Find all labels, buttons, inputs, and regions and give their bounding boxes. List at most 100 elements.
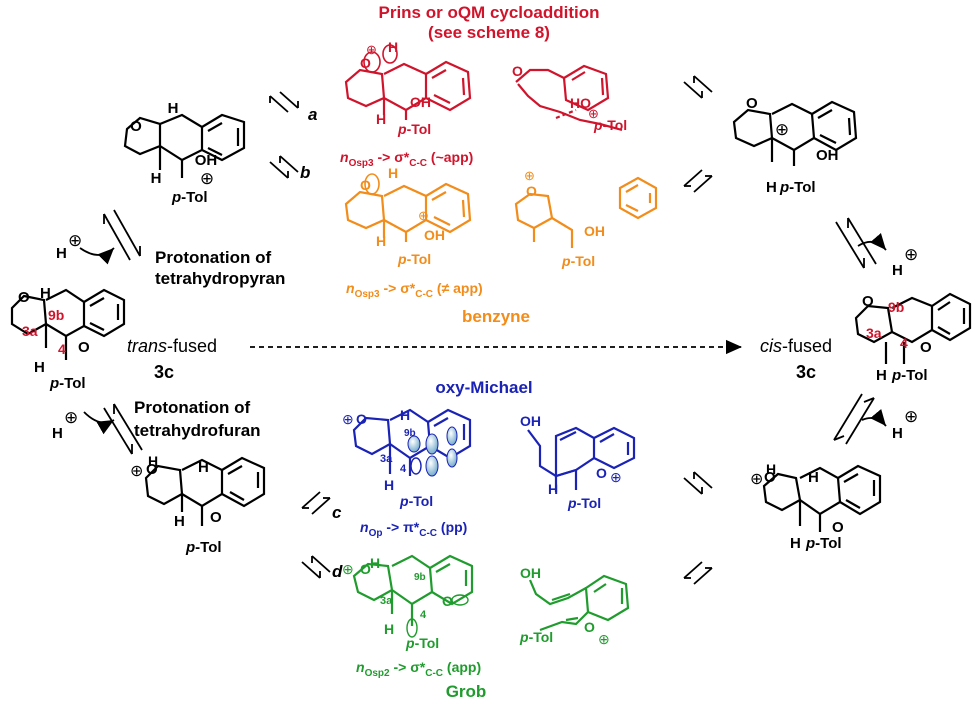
p-tol-label: p-Tol (805, 535, 842, 552)
atom-H: H (198, 459, 209, 476)
atom-H: H (548, 481, 558, 497)
atom-O: O (512, 63, 523, 79)
orbital-label-prins: nOsp3 -> σ*C-C (~app) (340, 149, 473, 169)
p-tol-label: p-Tol (185, 539, 222, 556)
plus-charge: ⊕ (130, 463, 143, 480)
atom-O: O (360, 55, 371, 71)
atom-O: O (832, 519, 844, 536)
atom-O: O (584, 619, 595, 635)
equilibrium-arrow-d (301, 555, 331, 579)
locant-9b: 9b (888, 299, 904, 315)
p-tol-label: p-Tol (779, 179, 816, 196)
prins-molecule-2: O HO ⊕ p-Tol (512, 63, 627, 133)
cis-fused-label: cis-fused (760, 336, 832, 356)
atom-O: O (746, 95, 758, 112)
atom-H: H (174, 513, 185, 530)
plus-charge: ⊕ (775, 120, 789, 139)
plus-charge: ⊕ (610, 469, 622, 485)
atom-O: O (360, 561, 371, 577)
p-tol-label: p-Tol (397, 251, 431, 267)
atom-H: H (808, 469, 819, 486)
atom-H: H (56, 245, 67, 262)
grob-molecule-1: ⊕ O H 9b 3a 4 O H p-Tol (342, 554, 474, 651)
atom-H: H (790, 535, 801, 552)
prins-molecule-1: O ⊕ H OH H p-Tol (344, 39, 472, 137)
p-tol-label: p-Tol (519, 629, 553, 645)
atom-H: H (168, 100, 179, 117)
molecule-bottom-left: ⊕ O H H O H p-Tol (130, 453, 266, 556)
molecule-trans-fused-3c: O H 3a 9b 4 O H p-Tol (10, 285, 126, 392)
protonation-thf-line2: tetrahydrofuran (134, 421, 261, 440)
p-tol-label: p-Tol (397, 121, 431, 137)
locant-4: 4 (400, 463, 407, 475)
p-tol-label: p-Tol (405, 635, 439, 651)
atom-OH: OH (520, 413, 541, 429)
oxy-michael-molecule-2: OH O ⊕ H p-Tol (520, 413, 636, 511)
pathway-letter-c: c (332, 503, 342, 522)
p-tol-label: p-Tol (593, 117, 627, 133)
cis-compound-id: 3c (796, 362, 816, 382)
plus-charge: ⊕ (588, 106, 599, 121)
molecule-top-right: O ⊕ OH H p-Tol (732, 95, 858, 196)
atom-H: H (892, 425, 903, 442)
locant-4: 4 (58, 341, 66, 357)
orbital-label-grob: nOsp2 -> σ*C-C (app) (356, 659, 481, 679)
locant-9b: 9b (404, 428, 416, 439)
locant-3a: 3a (22, 323, 38, 339)
plus-charge: ⊕ (598, 631, 610, 647)
atom-H: H (400, 407, 410, 423)
plus-charge: ⊕ (200, 169, 214, 188)
molecule-bottom-right: ⊕ O H H O H p-Tol (750, 461, 882, 552)
atom-O: O (78, 339, 90, 356)
atom-H: H (766, 179, 777, 196)
atom-O: O (356, 411, 367, 427)
protonation-thf-line1: Protonation of (134, 398, 250, 417)
atom-H: H (388, 39, 398, 55)
atom-O: O (18, 289, 30, 306)
plus-charge: ⊕ (524, 168, 535, 183)
atom-OH: OH (816, 147, 839, 164)
benzyne-ring (618, 176, 658, 220)
atom-O: O (596, 465, 607, 481)
locant-4: 4 (420, 609, 427, 621)
p-tol-label: p-Tol (567, 495, 601, 511)
atom-H: H (151, 170, 162, 187)
molecule-cis-fused-3c: O 9b 3a 4 O H p-Tol (854, 292, 972, 384)
equilibrium-arrow-b (269, 155, 299, 179)
atom-O: O (526, 183, 537, 199)
equilibrium-arrow-right-lower (833, 393, 887, 445)
pathway-letter-d: d (332, 562, 343, 581)
plus-charge: ⊕ (366, 42, 377, 57)
locant-9b: 9b (414, 572, 426, 583)
equilibrium-arrow-c (301, 491, 331, 515)
trans-fused-label: trans-fused (127, 336, 217, 356)
plus-charge: ⊕ (904, 407, 918, 426)
atom-H: H (384, 477, 394, 493)
atom-H: H (388, 165, 398, 181)
locant-3a: 3a (380, 453, 393, 465)
atom-OH: OH (195, 152, 218, 169)
prins-title-line2: (see scheme 8) (428, 23, 550, 42)
locant-3a: 3a (380, 595, 393, 607)
atom-H: H (52, 425, 63, 442)
locant-9b: 9b (48, 307, 64, 323)
atom-H: H (34, 359, 45, 376)
orbital-label-oxy-michael: nOp -> π*C-C (pp) (360, 519, 467, 539)
molecule-top-left: O H OH ⊕ H p-Tol (123, 100, 246, 206)
plus-charge: ⊕ (68, 231, 82, 250)
protonation-thp-line2: tetrahydropyran (155, 269, 285, 288)
atom-OH: OH (584, 223, 605, 239)
equilibrium-arrow-top-right-1 (683, 75, 713, 99)
atom-H: H (766, 461, 776, 477)
atom-O: O (920, 339, 932, 356)
prins-title-line1: Prins or oQM cycloaddition (378, 3, 599, 22)
pathway-letter-a: a (308, 105, 317, 124)
p-tol-label: p-Tol (891, 367, 928, 384)
atom-H: H (40, 285, 51, 302)
equilibrium-arrow-bottom-right-2 (683, 561, 713, 585)
locant-3a: 3a (866, 325, 882, 341)
atom-H: H (370, 555, 380, 571)
equilibrium-arrow-bottom-right-1 (683, 471, 713, 495)
orbital-label-benzyne: nOsp3 -> σ*C-C (≠ app) (346, 280, 483, 300)
